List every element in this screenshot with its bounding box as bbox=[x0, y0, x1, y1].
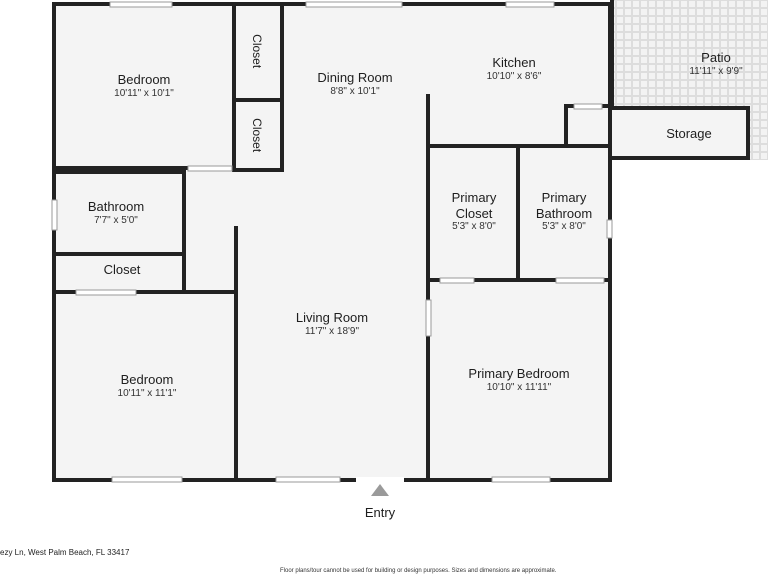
room-dimensions: 10'10" x 11'11" bbox=[486, 381, 552, 393]
room-name: Dining Room bbox=[317, 70, 393, 85]
room-dimensions: 5'3" x 8'0" bbox=[452, 221, 496, 233]
room-name: Closet bbox=[250, 118, 265, 153]
room-closet-top: Closet bbox=[250, 26, 264, 76]
entry-arrow-icon bbox=[371, 484, 389, 496]
room-living-room: Living Room 11'7" x 18'9" bbox=[272, 310, 392, 338]
room-name: Primary Closet bbox=[451, 190, 497, 221]
room-name: Living Room bbox=[295, 310, 369, 325]
room-name: Patio bbox=[701, 50, 731, 65]
room-dimensions: 10'10" x 8'6" bbox=[486, 70, 542, 82]
room-bedroom-top: Bedroom 10'11" x 10'1" bbox=[84, 72, 204, 100]
room-patio: Patio 11'11" x 9'9" bbox=[666, 50, 766, 78]
room-primary-closet: Primary Closet 5'3" x 8'0" bbox=[434, 190, 514, 233]
room-primary-bedroom: Primary Bedroom 10'10" x 11'11" bbox=[449, 366, 589, 394]
openings bbox=[51, 1, 613, 483]
room-primary-bathroom: Primary Bathroom 5'3" x 8'0" bbox=[522, 190, 606, 233]
room-name: Bedroom bbox=[120, 372, 174, 387]
disclaimer-text: Floor plans/tour cannot be used for buil… bbox=[280, 568, 557, 574]
room-bathroom: Bathroom 7'7" x 5'0" bbox=[66, 199, 166, 227]
entry-door-gap bbox=[356, 477, 404, 483]
room-dimensions: 10'11" x 11'1" bbox=[117, 387, 177, 399]
room-dimensions: 11'7" x 18'9" bbox=[304, 325, 360, 337]
room-dimensions: 5'3" x 8'0" bbox=[542, 221, 586, 233]
room-storage: Storage bbox=[639, 126, 739, 142]
room-name: Primary Bedroom bbox=[468, 366, 570, 381]
room-name: Kitchen bbox=[492, 55, 536, 70]
room-name: Bedroom bbox=[117, 72, 171, 87]
room-dining-room: Dining Room 8'8" x 10'1" bbox=[295, 70, 415, 98]
room-dimensions: 8'8" x 10'1" bbox=[330, 85, 380, 97]
room-closet-mid: Closet bbox=[250, 110, 264, 160]
entry-label: Entry bbox=[364, 505, 396, 520]
room-kitchen: Kitchen 10'10" x 8'6" bbox=[454, 55, 574, 83]
address-text: ezy Ln, West Palm Beach, FL 33417 bbox=[0, 548, 130, 557]
room-name: Closet bbox=[103, 262, 141, 277]
room-closet-hall: Closet bbox=[72, 262, 172, 278]
room-dimensions: 11'11" x 9'9" bbox=[689, 65, 743, 77]
room-name: Storage bbox=[666, 126, 712, 141]
room-bedroom-bottom: Bedroom 10'11" x 11'1" bbox=[87, 372, 207, 400]
room-dimensions: 7'7" x 5'0" bbox=[94, 214, 138, 226]
room-name: Bathroom bbox=[87, 199, 145, 214]
room-dimensions: 10'11" x 10'1" bbox=[114, 87, 174, 99]
room-name: Closet bbox=[250, 34, 265, 69]
room-name: Primary Bathroom bbox=[535, 190, 593, 221]
